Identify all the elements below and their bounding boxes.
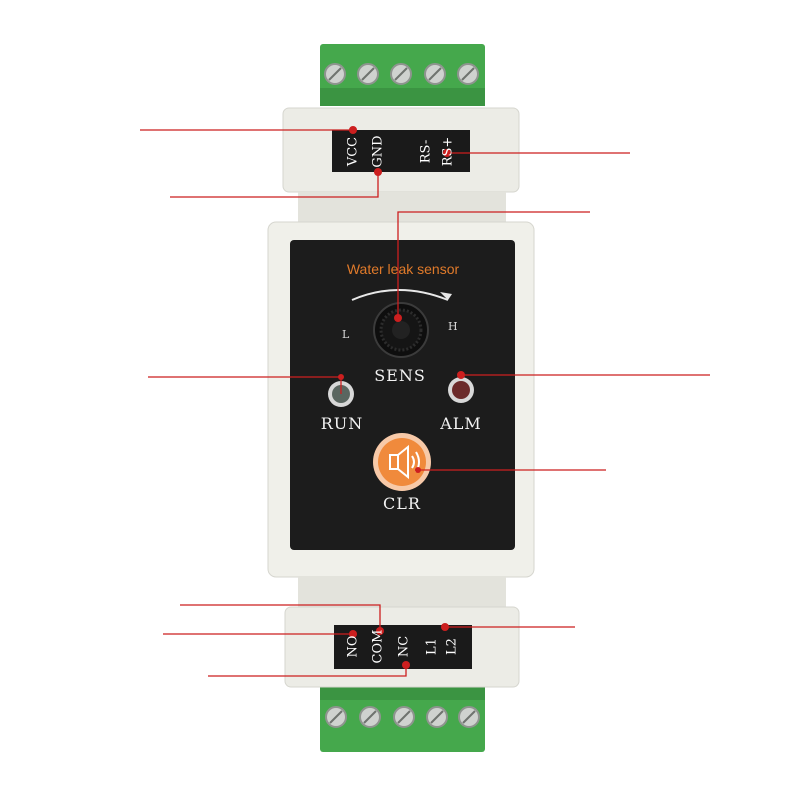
terminal-rs-plus: RS+ <box>440 136 456 167</box>
bottom-terminal-block <box>320 686 485 752</box>
terminal-l1: L1 <box>424 638 440 655</box>
terminal-gnd: GND <box>370 135 386 168</box>
terminal-com: COM <box>370 629 386 664</box>
alm-led <box>448 377 474 403</box>
sens-label: SENS <box>374 366 426 385</box>
device-title: Water leak sensor <box>346 261 460 277</box>
sens-arc-arrow <box>440 292 452 300</box>
knob-low-label: L <box>342 328 350 341</box>
clr-label: CLR <box>383 494 421 513</box>
clr-button[interactable] <box>373 433 431 491</box>
knob-high-label: H <box>448 320 458 333</box>
sens-knob[interactable] <box>373 302 429 358</box>
bottom-screws <box>325 706 480 728</box>
top-screws <box>324 63 479 85</box>
callout-dots <box>338 126 465 669</box>
alm-label: ALM <box>440 414 482 433</box>
terminal-nc: NC <box>396 635 412 658</box>
bottom-label-strip <box>334 625 472 669</box>
terminal-no: NO <box>345 635 361 658</box>
terminal-vcc: VCC <box>345 136 361 167</box>
top-terminal-block <box>320 44 485 106</box>
terminal-rs-minus: RS- <box>418 139 434 164</box>
speaker-icon <box>389 444 420 480</box>
run-label: RUN <box>320 414 364 433</box>
sens-arc <box>351 289 449 301</box>
front-face <box>290 240 515 550</box>
terminal-l2: L2 <box>444 638 460 655</box>
